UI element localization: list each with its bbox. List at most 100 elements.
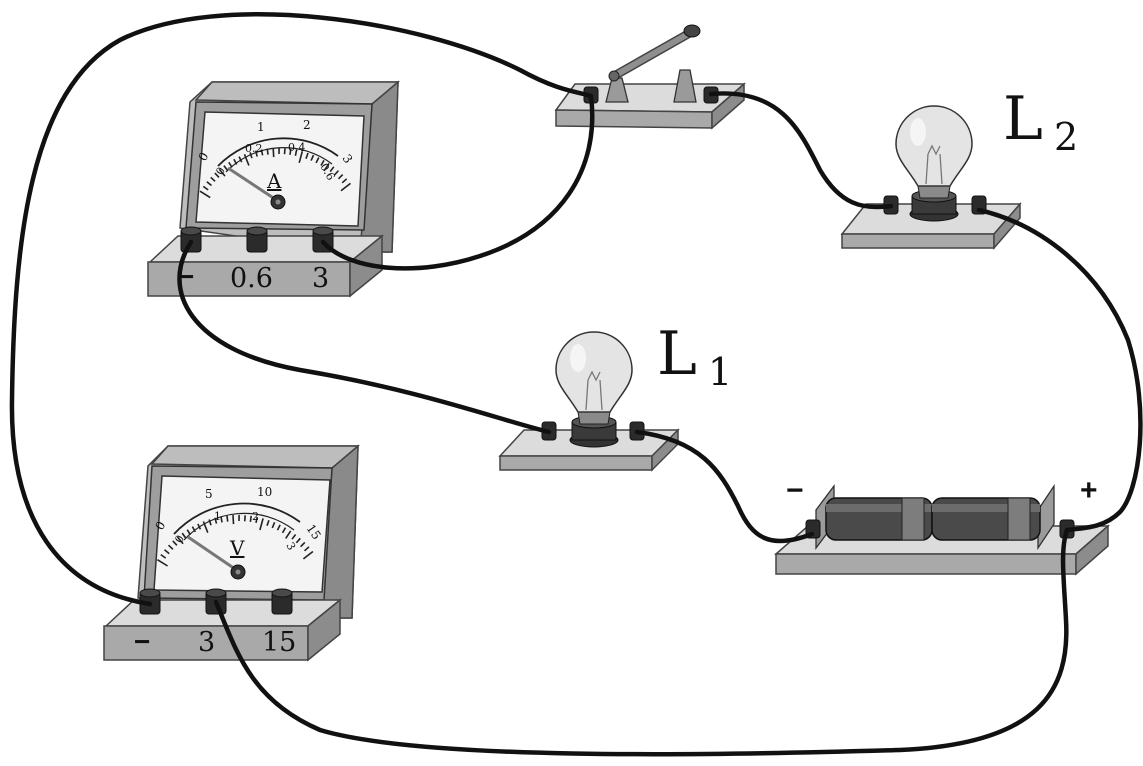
scale-tick [202, 521, 209, 533]
scale-tick [294, 149, 298, 156]
wires [9, 12, 1143, 757]
scale-tick [337, 174, 344, 180]
scale-tick [341, 178, 348, 184]
wire-switch-to-ammeter [320, 93, 595, 271]
wire-voltmeter-to-switch [9, 12, 594, 607]
scale-tick [214, 517, 218, 524]
wire-l2-to-battery [976, 207, 1143, 533]
voltmeter-outer-2: 10 [257, 485, 272, 499]
scale-tick [163, 549, 170, 555]
voltmeter-symbol: V [229, 536, 245, 560]
scale-tick [197, 523, 202, 530]
scale-tick [206, 181, 213, 187]
lamp-l2-letter: L [1003, 84, 1043, 154]
ammeter-scale-ticks [199, 147, 351, 199]
scale-tick [214, 172, 220, 178]
ammeter-label-0.6: 0.6 [230, 263, 273, 294]
scale-tick [228, 161, 233, 168]
wire-ammeter-to-l1 [177, 239, 552, 435]
scale-tick [298, 151, 304, 164]
ammeter-symbol: A [266, 169, 282, 193]
scale-tick [243, 154, 250, 166]
scale-tick [302, 550, 314, 560]
scale-tick [271, 521, 276, 529]
scale-tick [249, 152, 253, 159]
lamp-l1-subscript: 1 [708, 350, 732, 394]
scale-tick [266, 519, 270, 527]
lamp-l1-letter: L [657, 319, 697, 389]
scale-tick [295, 537, 301, 544]
ammeter-terminal-neg[interactable] [180, 226, 202, 253]
voltmeter-label-neg: − [134, 626, 150, 657]
scale-tick [272, 148, 275, 158]
voltmeter-outer-1: 5 [205, 487, 213, 501]
wire-switch-to-l2 [708, 91, 894, 210]
ammeter-label-3: 3 [312, 263, 329, 294]
battery-holder [774, 483, 1110, 576]
scale-tick [329, 166, 335, 173]
scale-tick [249, 515, 252, 523]
scale-tick [223, 165, 229, 171]
voltmeter-inner-2: 2 [252, 510, 259, 523]
scale-tick [281, 527, 287, 534]
ammeter-outer-1: 1 [257, 120, 265, 134]
scale-tick [181, 532, 187, 539]
ammeter-inner-1: 0.2 [245, 142, 263, 155]
scale-tick [310, 154, 315, 161]
scale-tick [243, 515, 246, 522]
lamp-l2-label: L 2 [1003, 84, 1078, 159]
scale-tick [186, 529, 192, 536]
lamp-l1-label: L 1 [657, 319, 732, 394]
scale-tick [160, 553, 167, 559]
scale-tick [260, 149, 264, 156]
scale-tick [226, 515, 229, 522]
wire-voltmeter-to-battery [213, 527, 1070, 757]
voltmeter-inner-1: 1 [214, 510, 221, 523]
scale-tick [315, 157, 320, 164]
ammeter: 0 1 2 3 0 0.2 0.4 0.6 A − 0.6 3 [147, 80, 401, 298]
lamp-l2 [840, 105, 1022, 251]
scale-tick [259, 518, 264, 531]
scale-tick [255, 516, 258, 523]
scale-tick [208, 519, 212, 526]
scale-tick [156, 559, 169, 567]
scale-tick [172, 540, 178, 546]
scale-tick [238, 156, 243, 163]
lamp-l1 [498, 331, 680, 472]
scale-tick [202, 185, 209, 191]
scale-tick [199, 190, 211, 199]
scale-tick [254, 150, 258, 157]
voltmeter-label-3: 3 [198, 627, 215, 658]
lamp-l2-subscript: 2 [1054, 115, 1078, 159]
voltmeter-terminal-15[interactable] [271, 588, 293, 615]
scale-tick [266, 148, 269, 155]
scale-tick [276, 524, 281, 531]
voltmeter-dial [153, 475, 331, 593]
ammeter-inner-2: 0.4 [288, 141, 306, 154]
scale-tick [300, 541, 306, 548]
scale-tick [218, 168, 226, 177]
scale-tick [220, 516, 223, 523]
scale-tick [320, 159, 325, 166]
battery-minus-label: − [786, 474, 804, 507]
scale-tick [303, 546, 310, 552]
voltmeter-scale-ticks [156, 514, 314, 567]
scale-tick [289, 148, 292, 155]
wire-l1-to-battery [634, 429, 815, 544]
scale-tick [283, 148, 286, 155]
scale-tick [291, 534, 297, 540]
knife-switch [554, 24, 746, 130]
ammeter-outer-2: 2 [303, 118, 311, 132]
scale-tick [340, 182, 351, 192]
scale-tick [176, 536, 184, 545]
scale-tick [233, 158, 238, 165]
ammeter-dial [195, 111, 365, 227]
scale-tick [333, 170, 339, 176]
voltmeter-label-15: 15 [262, 627, 296, 658]
scale-tick [210, 176, 216, 182]
ammeter-terminal-0.6[interactable] [246, 226, 268, 253]
battery-plus-label: + [1080, 474, 1098, 507]
scale-tick [167, 544, 174, 550]
voltmeter: 0 5 10 15 0 1 2 3 V − 3 15 [103, 444, 361, 662]
